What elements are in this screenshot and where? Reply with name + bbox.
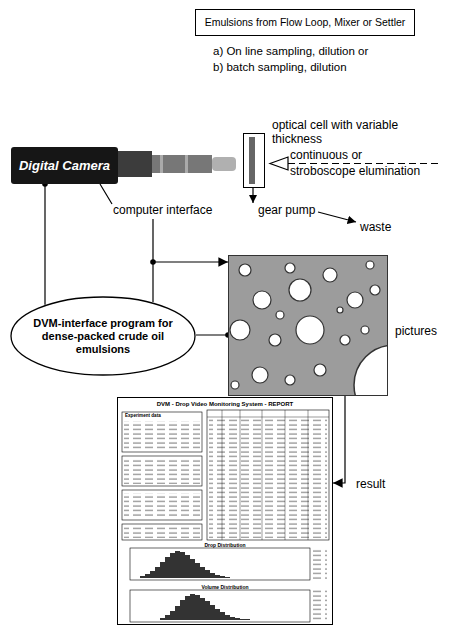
ellipse-shape — [11, 297, 195, 375]
waste-arrow — [318, 212, 356, 222]
report-table-text — [124, 421, 200, 450]
histogram-frame — [130, 590, 310, 622]
report-table — [122, 456, 202, 486]
annotation-label: a) On line sampling, dilution or — [213, 44, 368, 58]
picture-label: pictures — [395, 324, 437, 338]
report-table — [207, 410, 329, 540]
outlet-arrow — [252, 188, 253, 203]
cell-label: optical cell with variable thickness — [272, 118, 412, 146]
report-sheet: DVM - Drop Video Monitoring System - REP… — [117, 397, 333, 625]
connector-line — [44, 184, 45, 305]
report-title: DVM - Drop Video Monitoring System - REP… — [118, 401, 332, 408]
annotation-label: b) batch sampling, dilution — [213, 60, 347, 74]
optical-cell: optical cell with variable thickness — [243, 133, 265, 188]
report-table-text — [124, 493, 200, 518]
histogram-bars — [140, 551, 230, 578]
program-label: DVM-interface program for dense-packed c… — [32, 317, 174, 356]
light-beam — [288, 163, 440, 164]
chart-title: Drop Distribution — [118, 542, 332, 548]
large-drop — [354, 345, 388, 396]
box-title: Emulsions from Flow Loop, Mixer or Settl… — [205, 16, 406, 29]
table-grid — [207, 410, 329, 540]
source-box: Emulsions from Flow Loop, Mixer or Settl… — [195, 9, 415, 36]
axis-ticks — [313, 548, 327, 580]
axis-ticks — [313, 590, 327, 622]
chart-title: Volume Distribution — [118, 584, 332, 590]
annotation-label: waste — [360, 220, 391, 234]
report-table-text — [124, 459, 200, 484]
connector-label: result — [356, 477, 385, 491]
camera-label: Digital Camera — [19, 158, 110, 173]
annotation-label: gear pump — [258, 203, 315, 217]
lens-barrel — [118, 151, 152, 177]
histogram-frame — [130, 548, 310, 580]
lens-tube — [152, 155, 212, 173]
connector-line — [196, 334, 228, 335]
table-heading: Experiment data — [125, 413, 161, 419]
drop-picture: pictures — [228, 255, 388, 396]
junction-dot — [150, 259, 156, 265]
connector-line — [100, 184, 228, 262]
branch-line — [152, 262, 153, 302]
lens-ring — [185, 155, 188, 173]
camera-body: Digital Camera — [11, 147, 118, 184]
report-table — [122, 412, 202, 452]
report-table — [122, 490, 202, 520]
report-table-text — [124, 527, 200, 538]
light-arrow-head — [270, 157, 288, 170]
program-ellipse: DVM-interface program for dense-packed c… — [10, 296, 196, 376]
histogram-bars — [160, 594, 250, 620]
report-table-text — [209, 419, 327, 538]
lens-tip — [212, 157, 236, 171]
cell-window — [249, 137, 255, 184]
connector-label: computer interface — [113, 203, 212, 217]
report-table — [122, 524, 202, 540]
lens-ring — [160, 155, 163, 173]
connector-line — [333, 396, 345, 483]
